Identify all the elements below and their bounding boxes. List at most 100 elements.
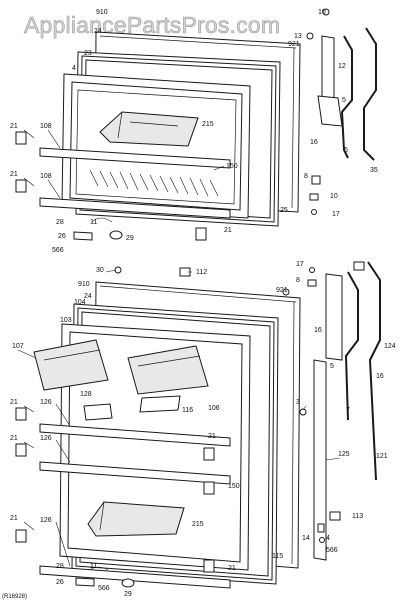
part-callout-label: 126 bbox=[40, 435, 52, 442]
fresh-food-handle-cap bbox=[353, 261, 365, 271]
freezer-hinge-bracket bbox=[317, 95, 343, 127]
part-callout-label: 26 bbox=[58, 233, 66, 240]
part-callout-label: 30 bbox=[96, 267, 104, 274]
part-callout-label: 28 bbox=[56, 563, 64, 570]
freezer-door-liner bbox=[61, 73, 251, 219]
part-callout-label: 24 bbox=[84, 293, 92, 300]
part-callout-label: 566 bbox=[326, 547, 338, 554]
fresh-food-bushing-29 bbox=[121, 578, 135, 588]
part-callout-label: 24 bbox=[94, 28, 102, 35]
part-callout-label: 121 bbox=[376, 453, 388, 460]
part-callout-label: 21 bbox=[10, 435, 18, 442]
fresh-food-hinge-bar-5 bbox=[325, 273, 343, 361]
freezer-plug-10 bbox=[309, 193, 319, 201]
freezer-bushing-29 bbox=[109, 230, 123, 240]
part-callout-label: 104 bbox=[74, 299, 86, 306]
fresh-food-screw-17 bbox=[309, 267, 315, 273]
part-callout-label: 16 bbox=[376, 373, 384, 380]
egg-bin-128 bbox=[83, 403, 113, 421]
part-callout-label: 150 bbox=[226, 163, 238, 170]
part-callout-label: 21 bbox=[10, 171, 18, 178]
part-callout-label: 21 bbox=[10, 399, 18, 406]
freezer-spring-11 bbox=[91, 217, 113, 223]
part-callout-label: 35 bbox=[370, 167, 378, 174]
fresh-food-shelf-bar-1 bbox=[39, 423, 231, 447]
part-callout-label: 113 bbox=[352, 513, 363, 520]
part-callout-label: 108 bbox=[40, 123, 52, 130]
part-callout-label: 23 bbox=[84, 50, 92, 57]
freezer-door-shelf-upper bbox=[39, 147, 231, 169]
fresh-food-bracket-8 bbox=[307, 279, 317, 287]
freezer-liner-shading bbox=[89, 169, 219, 197]
part-callout-label: 921 bbox=[288, 41, 300, 48]
part-callout-label: 3 bbox=[296, 399, 300, 406]
part-callout-label: 106 bbox=[208, 405, 220, 412]
fresh-shelf-endcap-1 bbox=[15, 407, 27, 421]
freezer-shelf-endcap-left-upper bbox=[15, 131, 27, 145]
part-callout-label: 29 bbox=[126, 235, 134, 242]
part-callout-label: 128 bbox=[80, 391, 92, 398]
fresh-food-door-assembly bbox=[15, 261, 381, 589]
part-callout-label: 7 bbox=[346, 407, 350, 414]
part-callout-label: 5 bbox=[342, 97, 346, 104]
watermark-text: AppliancePartsPros.com bbox=[24, 12, 280, 38]
part-callout-label: 21 bbox=[224, 227, 232, 234]
fresh-food-callouts: 30 910 112 24 104 103 107 921 17 8 16 5 … bbox=[10, 261, 396, 598]
part-callout-label: 126 bbox=[40, 399, 52, 406]
fresh-shelf-endcap-6 bbox=[203, 559, 215, 573]
freezer-door-assembly bbox=[15, 8, 377, 241]
part-callout-label: 28 bbox=[56, 219, 64, 226]
part-callout-label: 116 bbox=[182, 407, 193, 414]
part-callout-label: 4 bbox=[72, 65, 76, 72]
freezer-shelf-endcap-right bbox=[195, 227, 207, 241]
fresh-shelf-endcap-4 bbox=[203, 447, 215, 461]
fresh-food-handle-inner-7 bbox=[344, 271, 359, 421]
part-callout-label: 14 bbox=[302, 535, 310, 542]
diagram-code: (R16928) bbox=[2, 594, 27, 600]
butter-compartment-door-left bbox=[33, 339, 109, 391]
part-callout-label: 6 bbox=[344, 147, 348, 154]
part-callout-label: 25 bbox=[280, 207, 288, 214]
fresh-shelf-endcap-2 bbox=[15, 443, 27, 457]
part-callout-label: 13 bbox=[294, 33, 302, 40]
fresh-food-spring-11 bbox=[89, 566, 109, 571]
fresh-food-screw-3 bbox=[299, 408, 307, 416]
part-callout-label: 150 bbox=[228, 483, 240, 490]
part-callout-label: 910 bbox=[78, 281, 90, 288]
part-callout-label: 107 bbox=[12, 343, 24, 350]
fresh-food-shelf-bar-2 bbox=[39, 461, 231, 485]
part-callout-label: 21 bbox=[10, 123, 18, 130]
part-callout-label: 10 bbox=[318, 9, 326, 16]
part-callout-label: 8 bbox=[296, 277, 300, 284]
part-callout-label: 921 bbox=[276, 287, 288, 294]
part-callout-label: 215 bbox=[192, 521, 204, 528]
freezer-stop-8 bbox=[311, 175, 321, 185]
fresh-food-plug-4 bbox=[317, 523, 325, 533]
part-callout-label: 112 bbox=[196, 269, 207, 276]
fresh-food-lower-bin bbox=[87, 501, 185, 537]
part-callout-label: 108 bbox=[40, 173, 52, 180]
freezer-door-shelf-lower bbox=[39, 197, 231, 219]
part-callout-label: 5 bbox=[330, 363, 334, 370]
part-callout-label: 125 bbox=[338, 451, 350, 458]
part-callout-label: 8 bbox=[304, 173, 308, 180]
part-callout-label: 12 bbox=[338, 63, 346, 70]
freezer-door-handle-inner bbox=[340, 35, 353, 159]
freezer-screw-13 bbox=[306, 32, 314, 40]
fresh-food-stop-113 bbox=[329, 511, 341, 521]
fresh-food-bracket-26 bbox=[75, 577, 95, 587]
part-callout-label: 26 bbox=[56, 579, 64, 586]
part-callout-label: 4 bbox=[326, 535, 330, 542]
dairy-tray-116 bbox=[139, 395, 181, 413]
part-callout-label: 910 bbox=[96, 9, 108, 16]
fresh-shelf-endcap-3 bbox=[15, 529, 27, 543]
part-callout-label: 17 bbox=[332, 211, 340, 218]
part-callout-label: 124 bbox=[384, 343, 396, 350]
freezer-screw-17 bbox=[311, 209, 317, 215]
fresh-food-screw-921 bbox=[282, 288, 290, 296]
part-callout-label: 126 bbox=[40, 517, 52, 524]
freezer-door-handle-outer bbox=[363, 27, 377, 161]
part-callout-label: 566 bbox=[98, 585, 110, 592]
part-callout-label: 17 bbox=[296, 261, 304, 268]
